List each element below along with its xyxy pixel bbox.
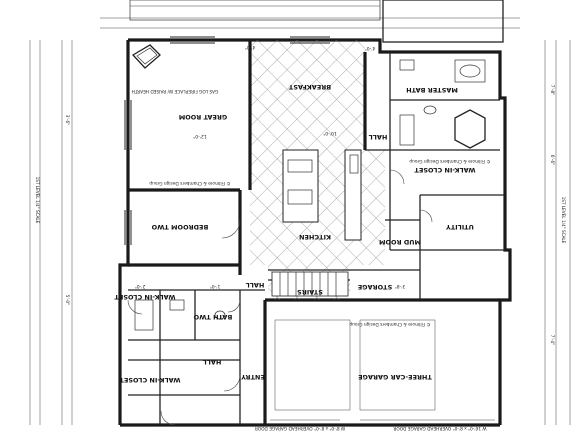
label-bedroom-two: BEDROOM TWO [151, 223, 208, 231]
level-label-right: 1ST LEVEL 1/4" SCALE [561, 197, 566, 244]
label-mud-room: MUD ROOM [379, 238, 421, 246]
dim-label: 7'-8" [549, 85, 555, 96]
kitchen-island [282, 149, 362, 241]
door-swings [127, 169, 433, 426]
porch-area [129, 0, 504, 43]
dim-label: 4'-0" [245, 44, 256, 50]
copyright-notes: © Fillmore & Chambers Design Group © Fil… [149, 158, 490, 328]
copyright-note: © Fillmore & Chambers Design Group [409, 158, 490, 165]
label-stairs: STAIRS [297, 288, 323, 296]
stairs [271, 271, 349, 297]
copyright-note: © Fillmore & Chambers Design Group [349, 321, 430, 328]
label-utility: UTILITY [446, 223, 474, 231]
label-hall-mid: HALL [203, 358, 222, 366]
label-great-room: GREAT ROOM [179, 113, 228, 121]
level-labels: 1ST LEVEL 1/4" SCALE 1ST LEVEL 1/4" SCAL… [35, 177, 566, 244]
dim-label: 3'-8" [395, 283, 406, 289]
label-bath-two: BATH TWO [193, 313, 232, 321]
garage-door-note: W 8'-0" x 8'-0" OVERHEAD GARAGE DOOR [255, 425, 346, 431]
label-garage: THREE-CAR GARAGE [358, 373, 432, 381]
dim-label: 10'-0" [323, 130, 337, 136]
garage-details [270, 319, 495, 421]
room-labels: GREAT ROOM BREAKFAST HALL MASTER BATH WA… [114, 83, 476, 384]
dimension-labels: 4'-0" 4'-0" 7'-8" 6'-6" 7'-4" 10'-0" 12'… [64, 44, 555, 345]
dim-label: 12'-0" [193, 133, 207, 139]
windows [124, 36, 330, 245]
level-label-left: 1ST LEVEL 1/4" SCALE [35, 177, 40, 224]
plan-notes: W 8'-0" x 8'-0" OVERHEAD GARAGE DOOR W 1… [132, 88, 487, 431]
label-hall-left: HALL [246, 281, 265, 289]
fireplace [131, 44, 161, 69]
label-walk-in-closet-left: WALK-IN CLOSET [114, 293, 176, 301]
copyright-note: © Fillmore & Chambers Design Group [149, 180, 230, 187]
bath-fixtures [134, 59, 486, 331]
label-storage: STORAGE [358, 283, 392, 291]
garage-door-note-2: W 16'-0" x 8'-0" OVERHEAD GARAGE DOOR [393, 425, 486, 431]
label-entry: ENTRY [241, 373, 265, 381]
label-breakfast: BREAKFAST [288, 83, 331, 91]
dim-label: 6'-6" [549, 155, 555, 166]
dim-label: 4'-0" [365, 45, 376, 51]
dim-label: 5'-0" [64, 295, 70, 306]
dim-label: 3'-6" [64, 115, 70, 126]
dim-label: 7'-4" [549, 335, 555, 346]
dimension-frame [29, 17, 571, 425]
label-kitchen: KITCHEN [299, 233, 331, 241]
dim-label: 1'-0" [210, 283, 221, 289]
label-hall-top: HALL [369, 133, 388, 141]
label-walk-in-closet-bottom: WALK-IN CLOSET [119, 376, 181, 384]
label-master-bath: MASTER BATH [406, 86, 458, 94]
dim-label: 2'-0" [135, 283, 146, 289]
fireplace-note: GAS LOG FIREPLACE W/ RAISED HEARTH [132, 88, 219, 94]
label-walk-in-closet-right: WALK-IN CLOSET [414, 166, 476, 174]
